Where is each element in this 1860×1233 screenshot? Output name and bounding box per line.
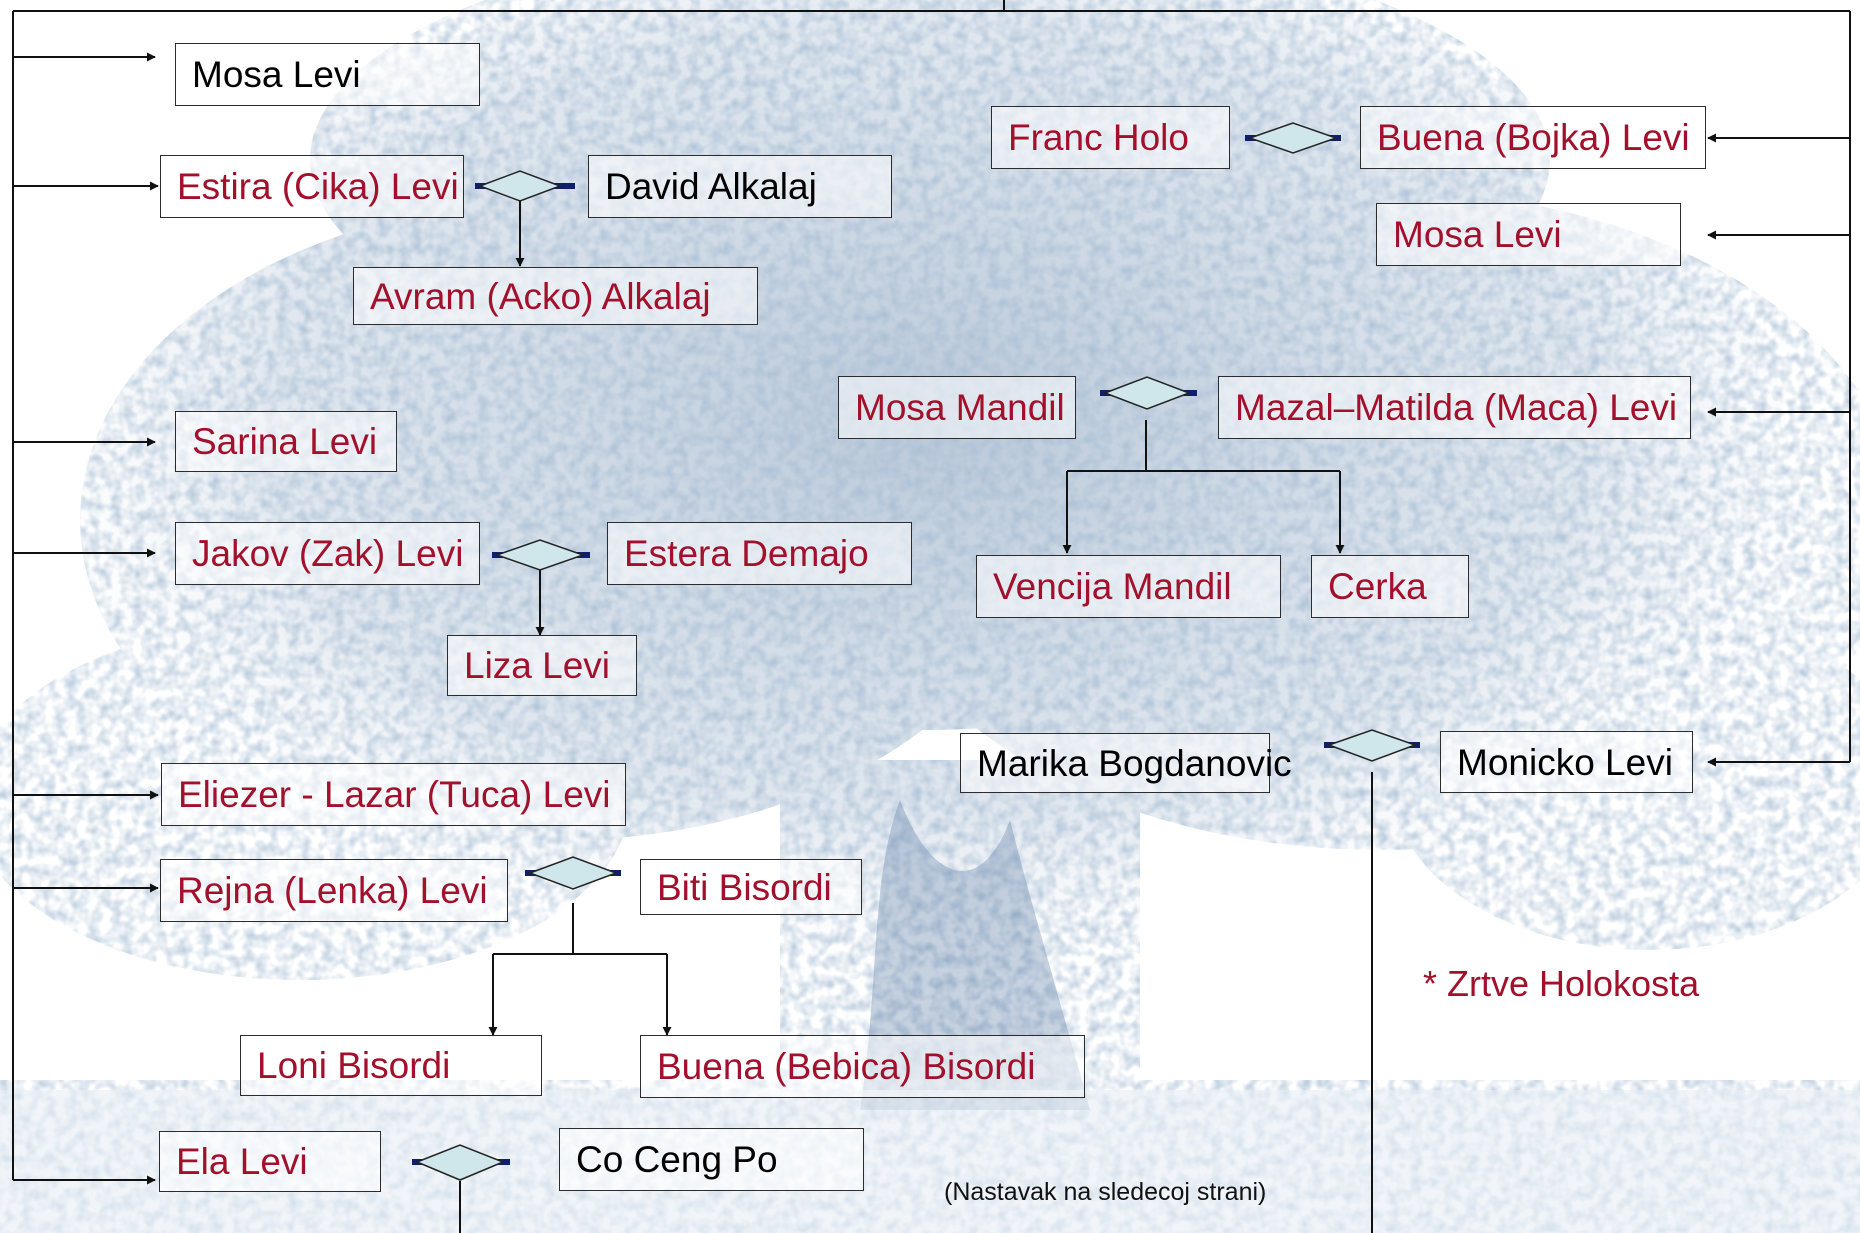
person-box-buena-bisordi: Buena (Bebica) Bisordi bbox=[640, 1035, 1085, 1098]
person-name: Estira (Cika) Levi bbox=[177, 166, 459, 207]
person-name: Cerka bbox=[1328, 566, 1427, 607]
person-box-david-alkalaj: David Alkalaj bbox=[588, 155, 892, 218]
person-box-buena-levi: Buena (Bojka) Levi bbox=[1360, 106, 1706, 169]
person-name: Jakov (Zak) Levi bbox=[192, 533, 464, 574]
continued-next-page-note: (Nastavak na sledecoj strani) bbox=[944, 1178, 1267, 1206]
person-name: Loni Bisordi bbox=[257, 1045, 451, 1086]
person-name: Estera Demajo bbox=[624, 533, 869, 574]
person-name: Monicko Levi bbox=[1457, 741, 1673, 783]
person-box-ela-levi: Ela Levi bbox=[159, 1131, 381, 1192]
person-box-mazal-levi: Mazal–Matilda (Maca) Levi bbox=[1218, 376, 1691, 439]
person-name: Franc Holo bbox=[1008, 117, 1189, 158]
person-box-eliezer-levi: Eliezer - Lazar (Tuca) Levi bbox=[161, 763, 626, 826]
person-box-estera-demajo: Estera Demajo bbox=[607, 522, 912, 585]
person-box-franc-holo: Franc Holo bbox=[991, 106, 1230, 169]
person-name: Co Ceng Po bbox=[576, 1139, 778, 1180]
person-name: Vencija Mandil bbox=[993, 566, 1232, 607]
marriage-symbol bbox=[1100, 376, 1197, 410]
person-box-cerka: Cerka bbox=[1311, 555, 1469, 618]
person-box-co-ceng-po: Co Ceng Po bbox=[559, 1128, 864, 1191]
person-box-estira-levi: Estira (Cika) Levi bbox=[160, 155, 464, 218]
marriage-symbol bbox=[1245, 122, 1341, 154]
person-name: Ela Levi bbox=[176, 1141, 308, 1182]
person-name: Buena (Bojka) Levi bbox=[1377, 117, 1690, 158]
person-name: Eliezer - Lazar (Tuca) Levi bbox=[178, 774, 611, 815]
person-box-loni-bisordi: Loni Bisordi bbox=[240, 1035, 542, 1096]
person-name: Avram (Acko) Alkalaj bbox=[370, 275, 711, 317]
person-box-vencija-mandil: Vencija Mandil bbox=[976, 555, 1281, 618]
marriage-symbol bbox=[492, 539, 590, 571]
marriage-symbol bbox=[525, 856, 621, 890]
person-name: Buena (Bebica) Bisordi bbox=[657, 1046, 1036, 1087]
person-name: Mosa Mandil bbox=[855, 387, 1065, 428]
person-box-sarina-levi: Sarina Levi bbox=[175, 411, 397, 472]
person-box-jakov-levi: Jakov (Zak) Levi bbox=[175, 522, 480, 585]
marriage-symbol bbox=[475, 170, 575, 202]
person-name: David Alkalaj bbox=[605, 166, 817, 207]
person-box-avram-alkalaj: Avram (Acko) Alkalaj bbox=[353, 267, 758, 325]
person-name: Marika Bogdanovic bbox=[977, 742, 1292, 784]
person-name: Mosa Levi bbox=[192, 54, 361, 95]
legend-holocaust-victims: * Zrtve Holokosta bbox=[1423, 963, 1700, 1004]
person-name: Sarina Levi bbox=[192, 421, 378, 462]
person-box-liza-levi: Liza Levi bbox=[447, 635, 637, 696]
person-box-mosa-mandil: Mosa Mandil bbox=[838, 376, 1076, 439]
person-name: Biti Bisordi bbox=[657, 866, 832, 908]
person-name: Mosa Levi bbox=[1393, 214, 1562, 255]
person-box-mosa-levi-right: Mosa Levi bbox=[1376, 203, 1681, 266]
person-name: Mazal–Matilda (Maca) Levi bbox=[1235, 387, 1678, 428]
person-box-monicko-levi: Monicko Levi bbox=[1440, 731, 1693, 793]
person-name: Rejna (Lenka) Levi bbox=[177, 870, 488, 911]
person-box-marika-bogdanovic: Marika Bogdanovic bbox=[960, 733, 1292, 793]
person-name: Liza Levi bbox=[464, 645, 611, 686]
person-box-rejna-levi: Rejna (Lenka) Levi bbox=[160, 859, 508, 922]
marriage-symbol bbox=[412, 1144, 510, 1181]
marriage-symbol bbox=[1324, 729, 1420, 762]
person-box-mosa-levi: Mosa Levi bbox=[175, 43, 480, 106]
person-box-biti-bisordi: Biti Bisordi bbox=[640, 859, 862, 915]
